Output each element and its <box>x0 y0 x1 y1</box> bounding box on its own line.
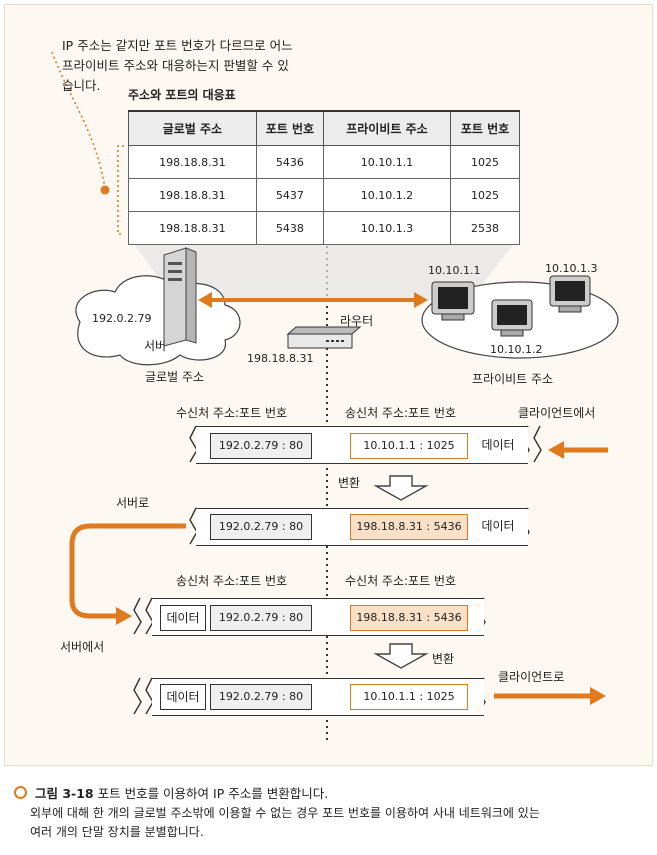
note-line-3: 습니다. <box>62 78 101 93</box>
table-row: 198.18.8.31 5437 10.10.1.2 1025 <box>128 178 520 212</box>
figure-number: 그림 3-18 <box>34 786 94 801</box>
convert-label-1: 변환 <box>338 476 361 490</box>
packet-3-dest: 198.18.8.31 : 5436 <box>350 605 468 631</box>
convert-label-2: 변환 <box>432 652 455 666</box>
note-dot <box>100 185 110 195</box>
table-cell: 5437 <box>255 178 324 212</box>
global-address-label: 글로벌 주소 <box>145 370 205 384</box>
packet-4-dest: 10.10.1.1 : 1025 <box>350 684 468 710</box>
router-icon <box>286 326 362 349</box>
pc-icon-1 <box>431 281 475 321</box>
router-label: 라우터 <box>340 314 374 328</box>
note-text: IP 주소는 같지만 포트 번호가 다르므로 어느 프라이비트 주소와 대응하는… <box>62 36 362 96</box>
src-header-1: 송신처 주소:포트 번호 <box>345 406 457 420</box>
convert-arrow-1 <box>373 475 429 501</box>
packet-4-src: 192.0.2.79 : 80 <box>210 684 312 710</box>
note-line-1: IP 주소는 같지만 포트 번호가 다르므로 어느 <box>62 38 293 53</box>
packet-2-src: 198.18.8.31 : 5436 <box>350 514 468 540</box>
col-header: 포트 번호 <box>450 110 520 146</box>
table-cell: 198.18.8.31 <box>128 178 257 212</box>
packet-1-dest: 192.0.2.79 : 80 <box>210 433 312 459</box>
col-header: 포트 번호 <box>255 110 324 146</box>
to-client-label: 클라이언트로 <box>498 670 565 684</box>
pc1-ip-label: 10.10.1.1 <box>428 264 481 277</box>
note-connector <box>51 51 106 189</box>
pc3-ip-label: 10.10.1.3 <box>545 262 598 275</box>
table-cell: 1025 <box>450 145 520 179</box>
convert-arrow-2 <box>373 643 429 669</box>
packet-2-data: 데이터 <box>474 514 522 538</box>
table-cell: 5438 <box>255 211 324 245</box>
caption-body-line-1: 외부에 대해 한 개의 글로벌 주소밖에 이용할 수 없는 경우 포트 번호를 … <box>30 806 540 820</box>
src-header-2: 송신처 주소:포트 번호 <box>176 574 288 588</box>
dest-header-2: 수신처 주소:포트 번호 <box>345 574 457 588</box>
table-row: 198.18.8.31 5438 10.10.1.3 2538 <box>128 211 520 245</box>
packet-3-src: 192.0.2.79 : 80 <box>210 605 312 631</box>
diagram-graphics <box>51 51 619 740</box>
router-ip-label: 198.18.8.31 <box>247 352 314 365</box>
table-cell: 1025 <box>450 178 520 212</box>
server-ip-label: 192.0.2.79 <box>92 312 152 325</box>
pc-icon-2 <box>491 299 533 337</box>
table-cell: 10.10.1.3 <box>322 211 452 245</box>
caption-body: 외부에 대해 한 개의 글로벌 주소밖에 이용할 수 없는 경우 포트 번호를 … <box>30 804 650 842</box>
table-cell: 198.18.8.31 <box>128 211 257 245</box>
dest-header-1: 수신처 주소:포트 번호 <box>176 406 288 420</box>
note-bracket <box>117 145 124 235</box>
note-line-2: 프라이비트 주소와 대응하는지 판별할 수 있 <box>62 58 289 73</box>
from-server-label: 서버에서 <box>60 640 105 654</box>
packet-1-data: 데이터 <box>474 433 522 457</box>
table-title: 주소와 포트의 대응표 <box>128 88 236 102</box>
mapping-table: 글로벌 주소 포트 번호 프라이비트 주소 포트 번호 198.18.8.31 … <box>128 110 520 245</box>
table-row: 198.18.8.31 5436 10.10.1.1 1025 <box>128 145 520 179</box>
to-server-label: 서버로 <box>116 496 150 510</box>
packet-2-dest: 192.0.2.79 : 80 <box>210 514 312 540</box>
col-header: 글로벌 주소 <box>128 110 257 146</box>
u-turn-arrow <box>69 523 186 619</box>
table-shadow <box>128 236 520 300</box>
packet-4-data: 데이터 <box>160 684 206 710</box>
col-header: 프라이비트 주소 <box>322 110 452 146</box>
packet-1-src: 10.10.1.1 : 1025 <box>350 433 468 459</box>
pc-icon-3 <box>549 275 591 313</box>
private-address-label: 프라이비트 주소 <box>472 372 554 386</box>
table-cell: 5436 <box>255 145 324 179</box>
pc2-ip-label: 10.10.1.2 <box>490 343 543 356</box>
server-label: 서버 <box>144 339 167 353</box>
caption-bullet-icon <box>14 786 27 799</box>
packet-3-data: 데이터 <box>160 605 206 631</box>
caption-body-line-2: 여러 개의 단말 장치를 분별합니다. <box>30 825 204 839</box>
table-cell: 198.18.8.31 <box>128 145 257 179</box>
from-client-label: 클라이언트에서 <box>518 406 596 420</box>
figure-caption: 그림 3-18 포트 번호를 이용하여 IP 주소를 변환합니다. <box>14 783 328 802</box>
to-client-arrow <box>590 687 606 705</box>
from-client-arrow <box>548 441 564 459</box>
table-cell: 2538 <box>450 211 520 245</box>
table-cell: 10.10.1.2 <box>322 178 452 212</box>
global-cloud <box>75 275 241 366</box>
caption-title: 포트 번호를 이용하여 IP 주소를 변환합니다. <box>97 786 329 801</box>
table-cell: 10.10.1.1 <box>322 145 452 179</box>
server-icon <box>163 247 197 347</box>
